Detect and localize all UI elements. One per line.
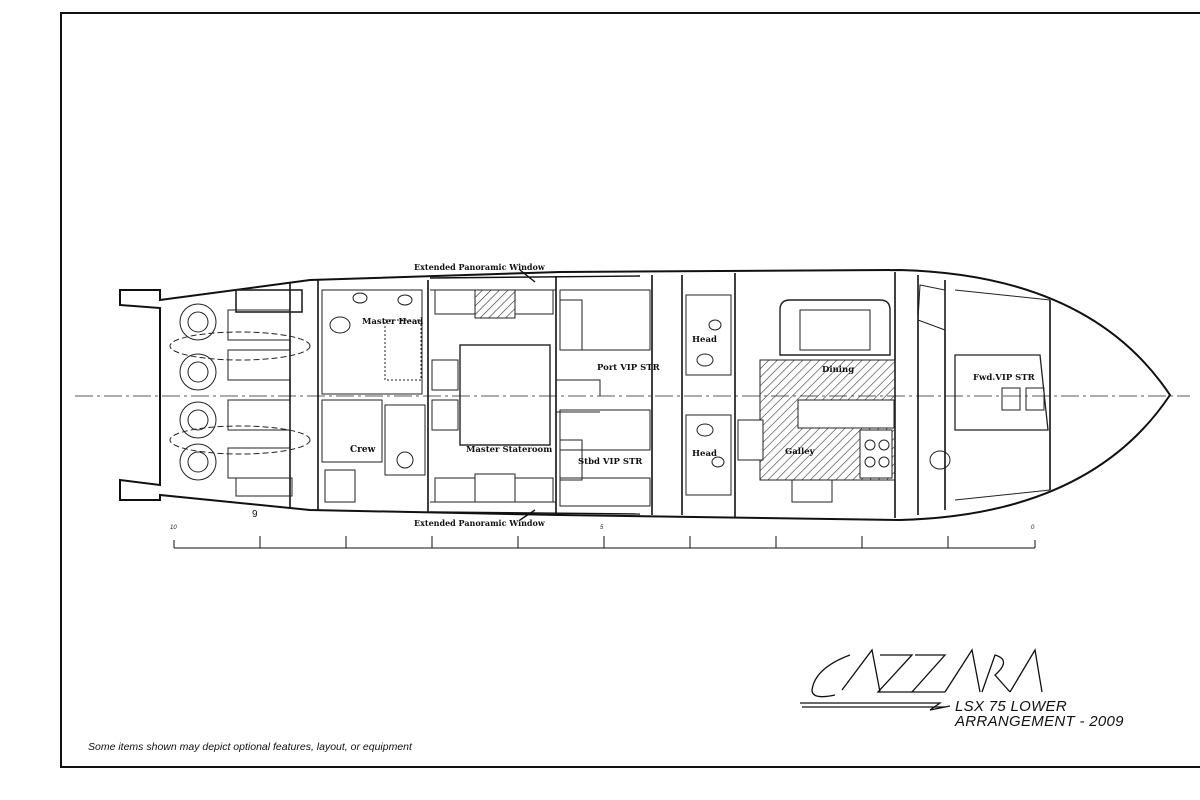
galley-dining: [737, 299, 896, 503]
stbd-vip-label: Stbd VIP STR: [578, 457, 643, 467]
panoramic-bottom-label: Extended Panoramic Window: [414, 518, 546, 528]
forward-heads: [685, 294, 732, 496]
engine-room: [169, 289, 311, 497]
scale-label-mid: 5: [600, 525, 604, 531]
drawing-frame: [60, 12, 1200, 768]
head-lower-label: Head: [692, 449, 717, 459]
scale-label-right: 0: [1031, 525, 1035, 531]
scale-bar: 10 5 0 9: [170, 509, 1036, 549]
footnote: Some items shown may depict optional fea…: [88, 741, 412, 753]
cazzara-logo: [800, 648, 1043, 711]
drawing-title-line2: ARRANGEMENT - 2009: [955, 713, 1124, 730]
port-vip-label: Port VIP STR: [597, 363, 661, 373]
head-upper-label: Head: [692, 335, 717, 345]
drawing-title-line1: LSX 75 LOWER: [955, 698, 1067, 715]
bulkheads: [289, 272, 1051, 518]
fwd-vip-label: Fwd.VIP STR: [973, 373, 1036, 383]
hull-outline: [119, 268, 1172, 522]
frame-number-nine: 9: [252, 509, 258, 520]
master-head-label: Master Head: [362, 317, 423, 327]
galley-label: Galley: [785, 447, 816, 457]
crew-label: Crew: [350, 445, 376, 455]
master-head-fixtures: [321, 289, 426, 503]
panoramic-windows: [429, 269, 641, 521]
forward-vip: [917, 284, 1051, 501]
master-stateroom-furniture: [430, 289, 556, 503]
dining-label: Dining: [822, 365, 854, 375]
vip-cabins: [556, 289, 651, 507]
panoramic-top-label: Extended Panoramic Window: [414, 262, 546, 272]
master-stateroom-label: Master Stateroom: [466, 445, 552, 455]
scale-label-left: 10: [170, 525, 177, 531]
